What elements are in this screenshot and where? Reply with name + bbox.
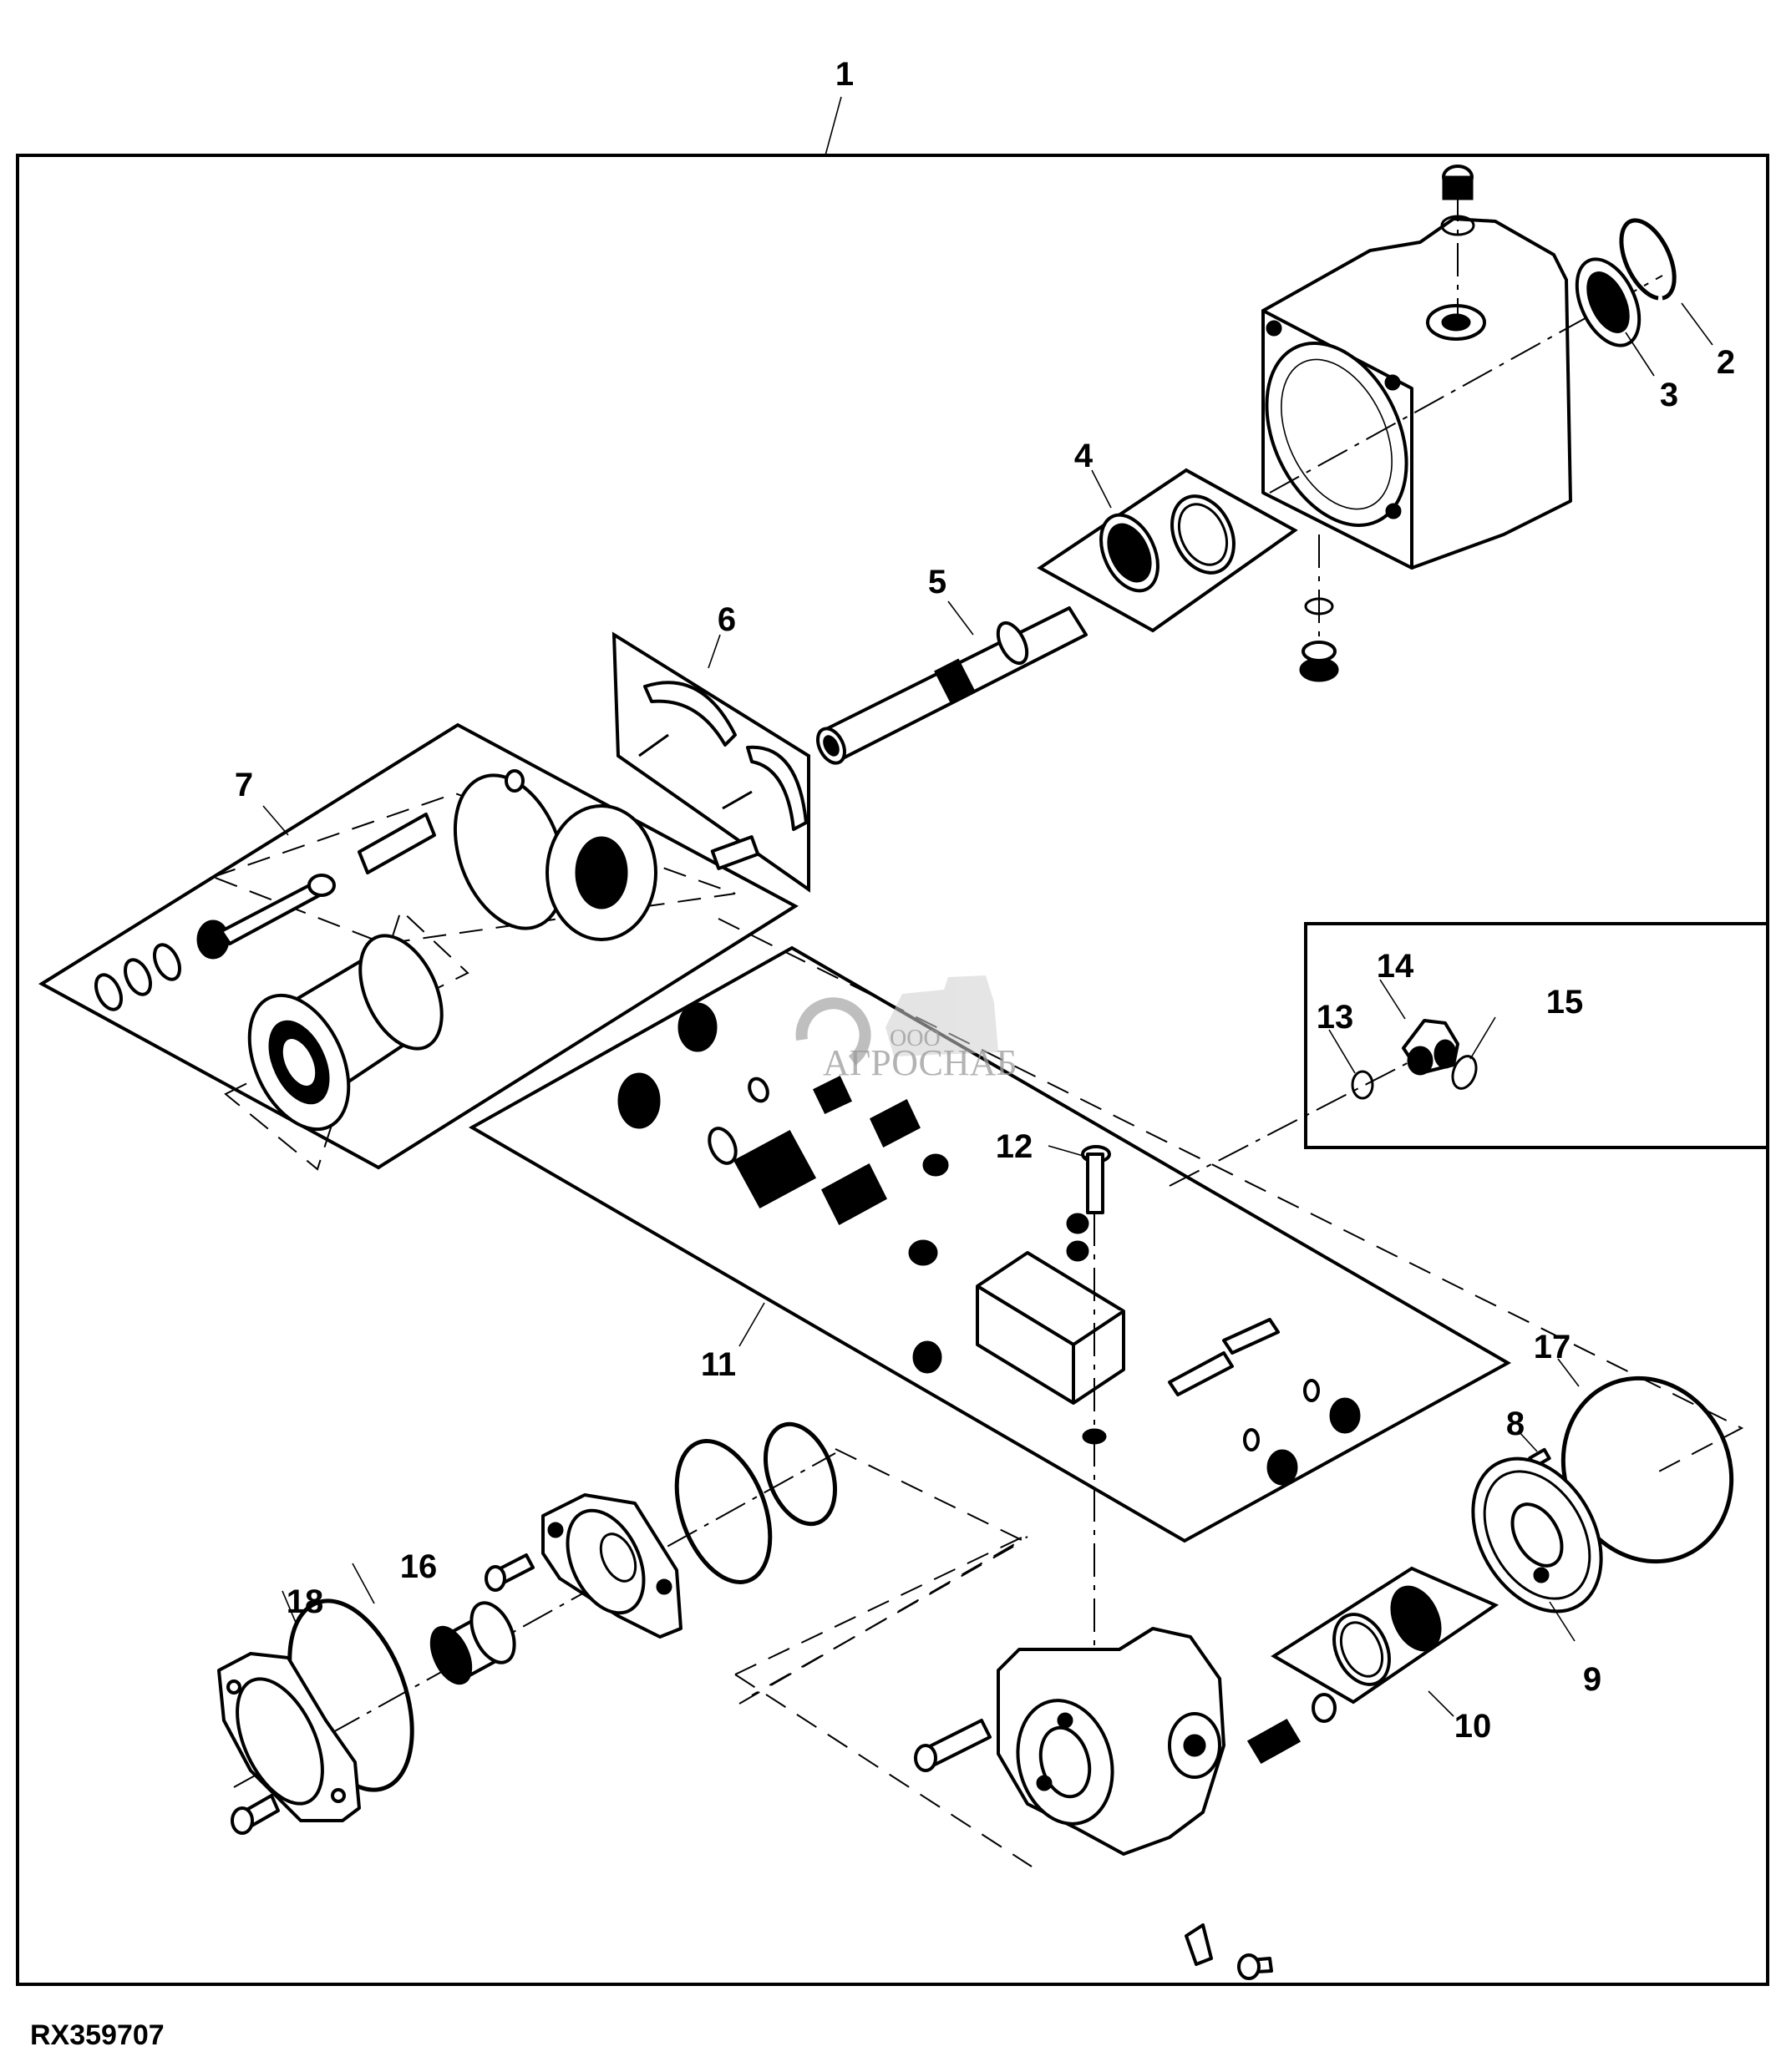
cradle-bearings <box>638 681 808 831</box>
bottom-bracket-bolt <box>1185 1923 1273 1980</box>
servo-kit-parts <box>94 769 760 1011</box>
flange-plate <box>217 1652 361 1822</box>
spring-upper <box>813 1075 921 1148</box>
leader-10 <box>1428 1690 1454 1717</box>
leader-2 <box>1681 302 1713 346</box>
relief-spring <box>1246 1693 1337 1765</box>
callout-1: 1 <box>835 56 854 93</box>
o-ring-13 <box>1351 1070 1374 1100</box>
leader-18 <box>282 1590 297 1625</box>
callout-5: 5 <box>928 564 946 600</box>
callout-4: 4 <box>1074 438 1094 474</box>
o-ring-15 <box>1451 1055 1478 1090</box>
leader-13 <box>1328 1029 1356 1074</box>
leader-14 <box>1379 979 1406 1020</box>
seal-top <box>1440 215 1475 236</box>
leader-6 <box>708 634 721 669</box>
valve-plate <box>1471 1456 1603 1614</box>
cradle-bearing-box <box>611 631 810 893</box>
valve-body <box>976 1251 1125 1405</box>
cylinder-block-outline <box>224 909 469 1171</box>
needle-bearing <box>429 1601 516 1685</box>
drive-shaft <box>816 606 1088 765</box>
lower-bearing-box <box>1271 1566 1499 1705</box>
watermark-text: АГРОСНАБ <box>823 1042 1017 1083</box>
assembly-envelope-lower <box>734 1536 1033 1867</box>
callout-18: 18 <box>287 1583 324 1620</box>
plug-bottom <box>1299 641 1339 682</box>
end-cover-bolt <box>485 1553 535 1592</box>
leader-7 <box>262 805 289 836</box>
leader-15 <box>1469 1016 1496 1060</box>
pump-housing <box>1261 217 1572 570</box>
elbow-fitting <box>1402 1019 1459 1076</box>
plug-top <box>1442 165 1474 200</box>
assembly-envelope <box>718 918 1744 1475</box>
cylinder-block <box>247 934 444 1132</box>
valve-plug-c <box>1082 1428 1107 1445</box>
leader-4 <box>1091 469 1112 509</box>
inset-frame <box>1304 922 1769 1149</box>
leader-11 <box>738 1302 765 1347</box>
callout-14: 14 <box>1377 948 1414 985</box>
callout-11: 11 <box>701 1346 736 1383</box>
leader-17 <box>1557 1358 1580 1387</box>
callout-12: 12 <box>996 1128 1033 1165</box>
callout-10: 10 <box>1454 1708 1492 1745</box>
control-valve-parts <box>617 1002 1361 1486</box>
o-ring-pair <box>674 1421 838 1584</box>
callout-3: 3 <box>1660 377 1678 413</box>
callout-2: 2 <box>1717 344 1735 381</box>
valve-bolt <box>1081 1145 1111 1214</box>
figure-id: RX359707 <box>30 2019 165 2051</box>
bearing-kit-box <box>1037 468 1298 633</box>
leader-16 <box>352 1563 375 1604</box>
spring-small <box>821 1163 887 1226</box>
leader-3 <box>1625 332 1655 377</box>
axis-inset <box>1169 1056 1421 1187</box>
servo-kit-outline <box>211 792 736 945</box>
callout-7: 7 <box>235 767 253 803</box>
bearing-kit <box>1099 494 1236 593</box>
end-cover <box>541 1493 682 1639</box>
leader-5 <box>947 600 974 636</box>
control-valve-box <box>468 945 1512 1543</box>
callout-15: 15 <box>1546 984 1584 1021</box>
lower-bearing-kit <box>1332 1585 1442 1686</box>
seal-bottom <box>1304 597 1334 616</box>
callout-9: 9 <box>1583 1661 1601 1698</box>
shaft-seal <box>1575 257 1642 347</box>
valve-plug-b <box>1066 1240 1089 1262</box>
leader-8 <box>1517 1430 1538 1452</box>
port-block <box>997 1627 1225 1856</box>
servo-kit-box <box>38 722 799 1170</box>
watermark-prefix: ООО <box>890 1026 941 1051</box>
spring-large <box>733 1129 817 1209</box>
callout-8: 8 <box>1506 1406 1525 1442</box>
port-block-bolt <box>914 1719 992 1772</box>
snap-ring <box>1619 218 1677 301</box>
callout-16: 16 <box>400 1548 438 1585</box>
callout-17: 17 <box>1534 1329 1571 1365</box>
leader-9 <box>1549 1601 1576 1642</box>
leader-1 <box>825 96 842 156</box>
callout-6: 6 <box>718 601 736 638</box>
valve-plug-a <box>1066 1213 1089 1234</box>
lower-left-outline <box>751 1448 1026 1696</box>
watermark-logo <box>795 975 998 1066</box>
flange-bolt <box>231 1794 280 1835</box>
leader-12 <box>1048 1145 1087 1158</box>
callout-13: 13 <box>1317 999 1354 1036</box>
